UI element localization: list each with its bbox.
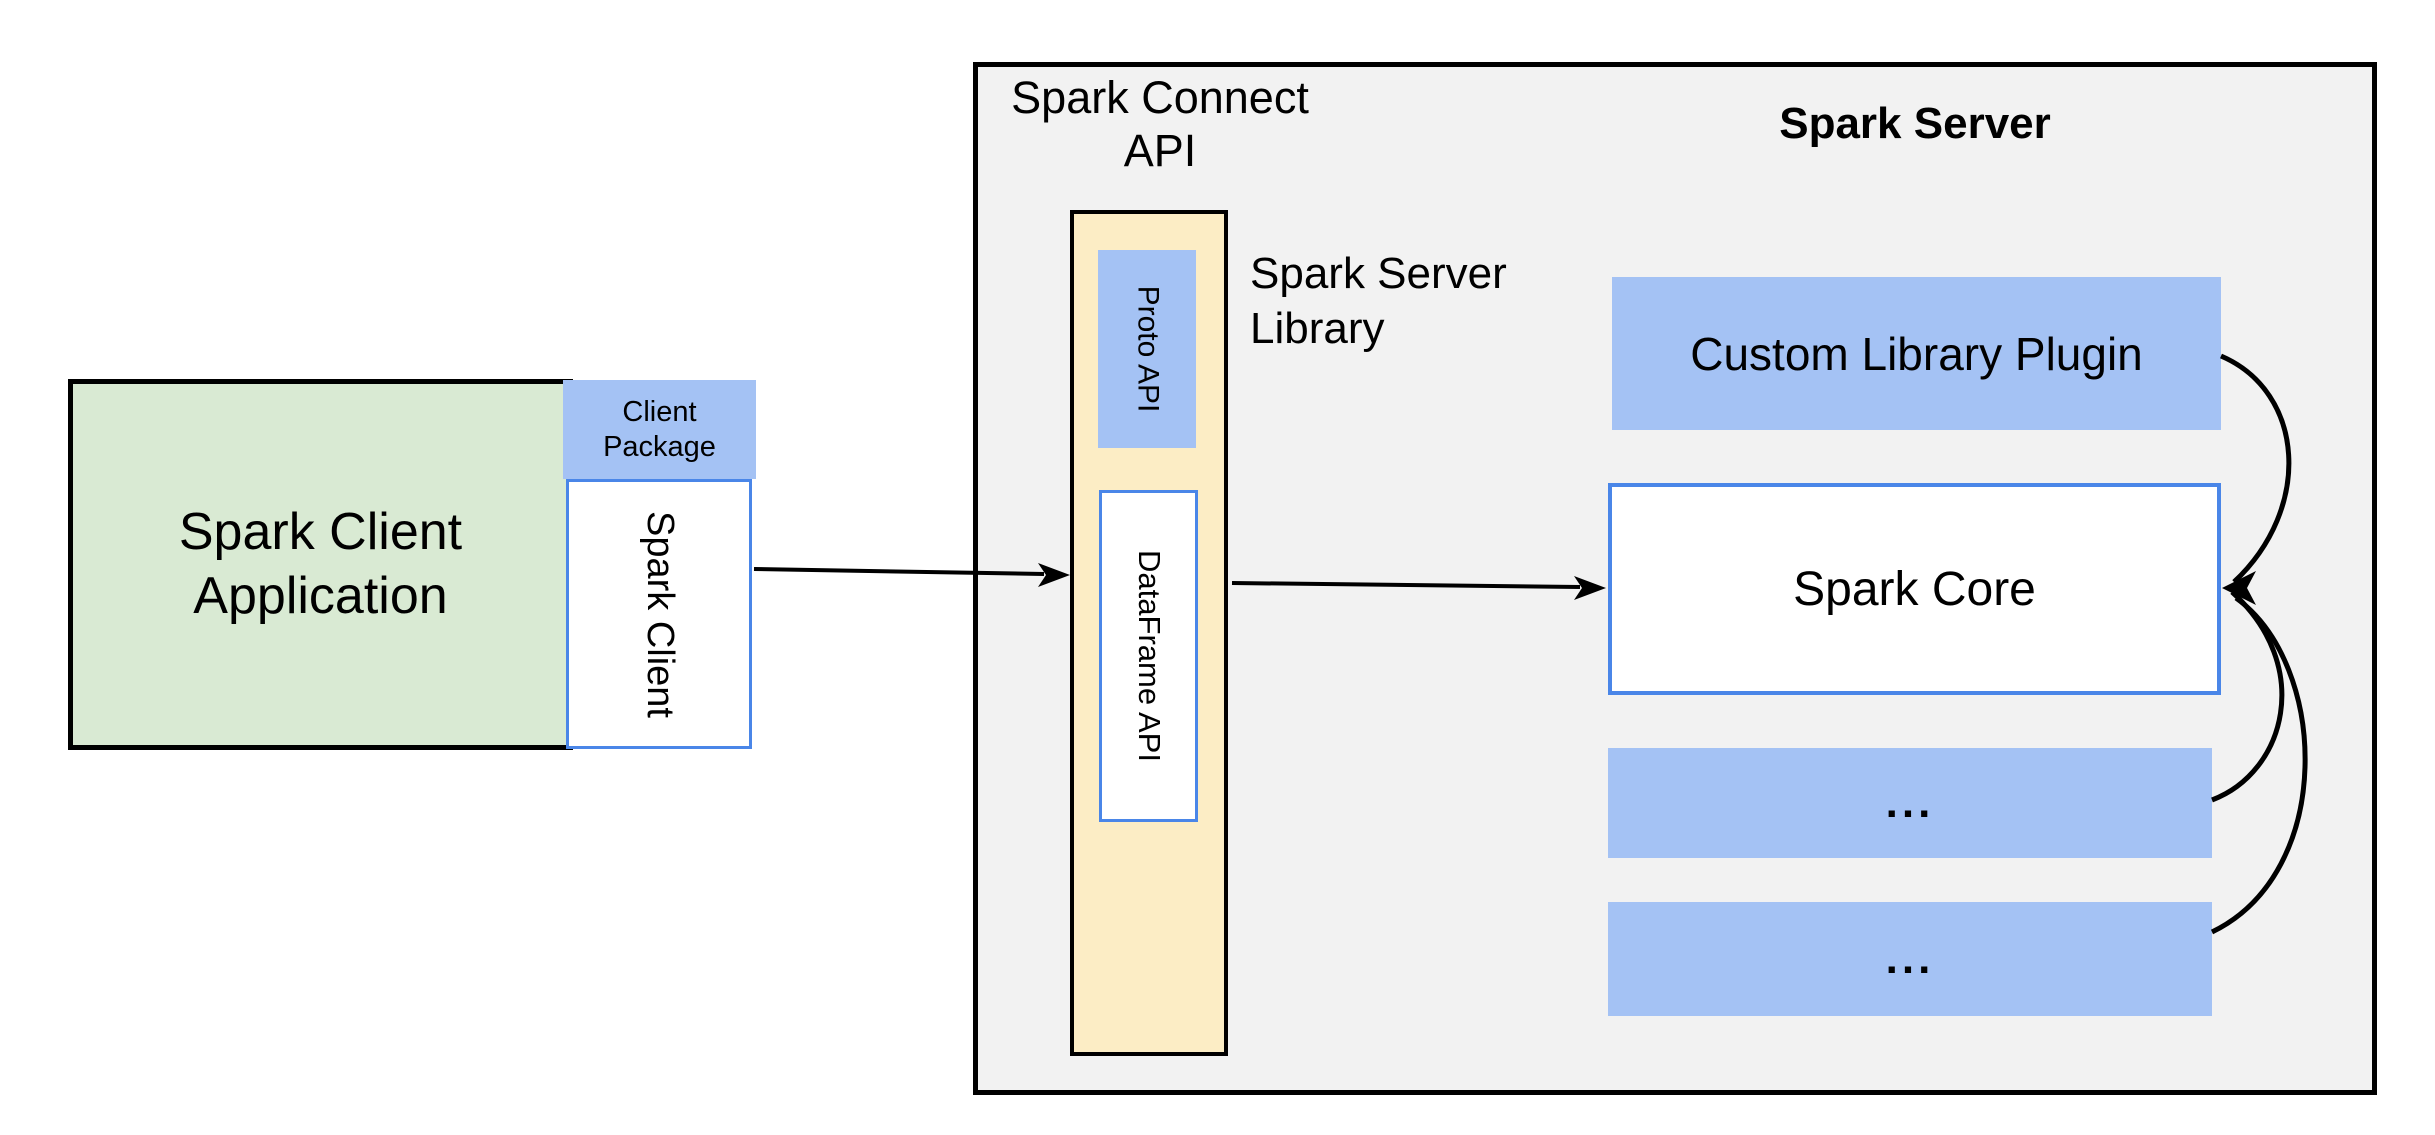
client-package-label: Client Package bbox=[603, 396, 716, 463]
server-module-1-ellipsis: ... bbox=[1885, 778, 1935, 827]
spark-server-library-label: Spark Server Library bbox=[1250, 249, 1507, 353]
custom-library-plugin-box: Custom Library Plugin bbox=[1612, 277, 2221, 430]
spark-core-label: Spark Core bbox=[1793, 562, 2036, 616]
server-module-2-ellipsis: ... bbox=[1885, 934, 1935, 983]
dataframe-api-box: DataFrame API bbox=[1099, 490, 1198, 822]
spark-client-label: Spark Client bbox=[638, 510, 681, 718]
spark-connect-api-label: Spark Connect API bbox=[1011, 72, 1309, 176]
server-module-box-1: ... bbox=[1608, 748, 2212, 858]
proto-api-label: Proto API bbox=[1131, 285, 1164, 413]
spark-client-box: Spark Client bbox=[566, 479, 752, 749]
spark-server-title: Spark Server bbox=[1779, 99, 2051, 148]
custom-library-plugin-label: Custom Library Plugin bbox=[1690, 327, 2143, 380]
spark-core-box: Spark Core bbox=[1608, 483, 2221, 695]
proto-api-box: Proto API bbox=[1098, 250, 1196, 448]
spark-client-application-box: Spark Client Application bbox=[68, 379, 573, 750]
dataframe-api-label: DataFrame API bbox=[1131, 550, 1167, 762]
spark-client-application-label: Spark Client Application bbox=[178, 503, 463, 625]
client-package-box: Client Package bbox=[563, 380, 756, 479]
server-module-box-2: ... bbox=[1608, 902, 2212, 1016]
